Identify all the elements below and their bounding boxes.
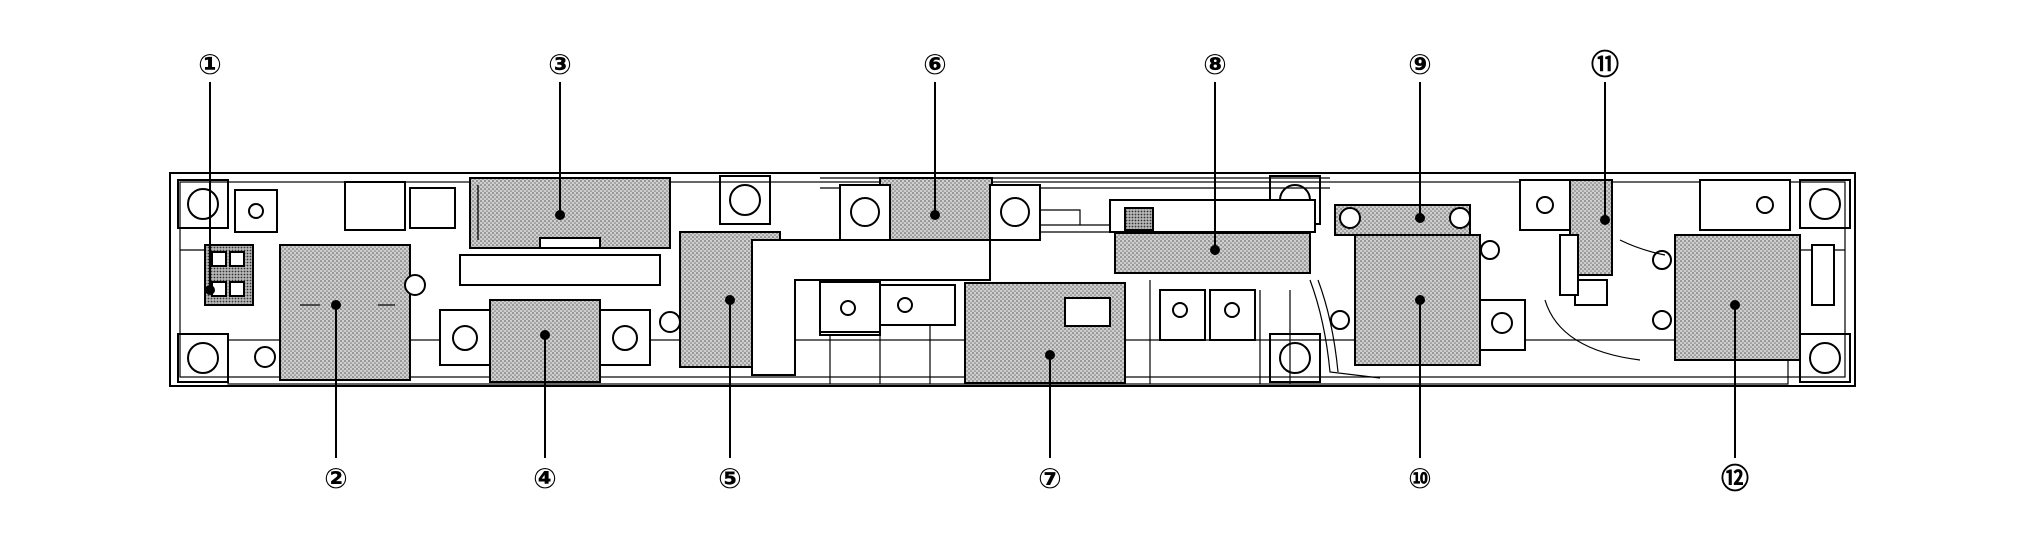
- component-8: [1114, 232, 1311, 274]
- callout-12: ⑫: [1721, 462, 1749, 495]
- callout-11: ⑪: [1591, 48, 1619, 81]
- component-2: [279, 244, 411, 381]
- components: [204, 177, 1835, 384]
- wiring: [1040, 209, 1666, 379]
- leader-lines: [209, 82, 1736, 458]
- callout-10: ⑩: [1408, 462, 1432, 495]
- callout-3: ③: [548, 48, 572, 81]
- callout-1: ①: [198, 48, 222, 81]
- callout-7: ⑦: [1038, 462, 1062, 495]
- callout-5: ⑤: [718, 462, 742, 495]
- component-12: [1674, 234, 1801, 361]
- callout-2: ②: [324, 462, 348, 495]
- callout-6: ⑥: [923, 48, 947, 81]
- callout-4: ④: [533, 462, 557, 495]
- callout-labels: ① ② ③ ④ ⑤ ⑥ ⑦ ⑧ ⑨ ⑩ ⑪ ⑫: [198, 48, 1749, 495]
- callout-8: ⑧: [1203, 48, 1227, 81]
- leader-dots: [205, 210, 1740, 360]
- callout-9: ⑨: [1408, 48, 1432, 81]
